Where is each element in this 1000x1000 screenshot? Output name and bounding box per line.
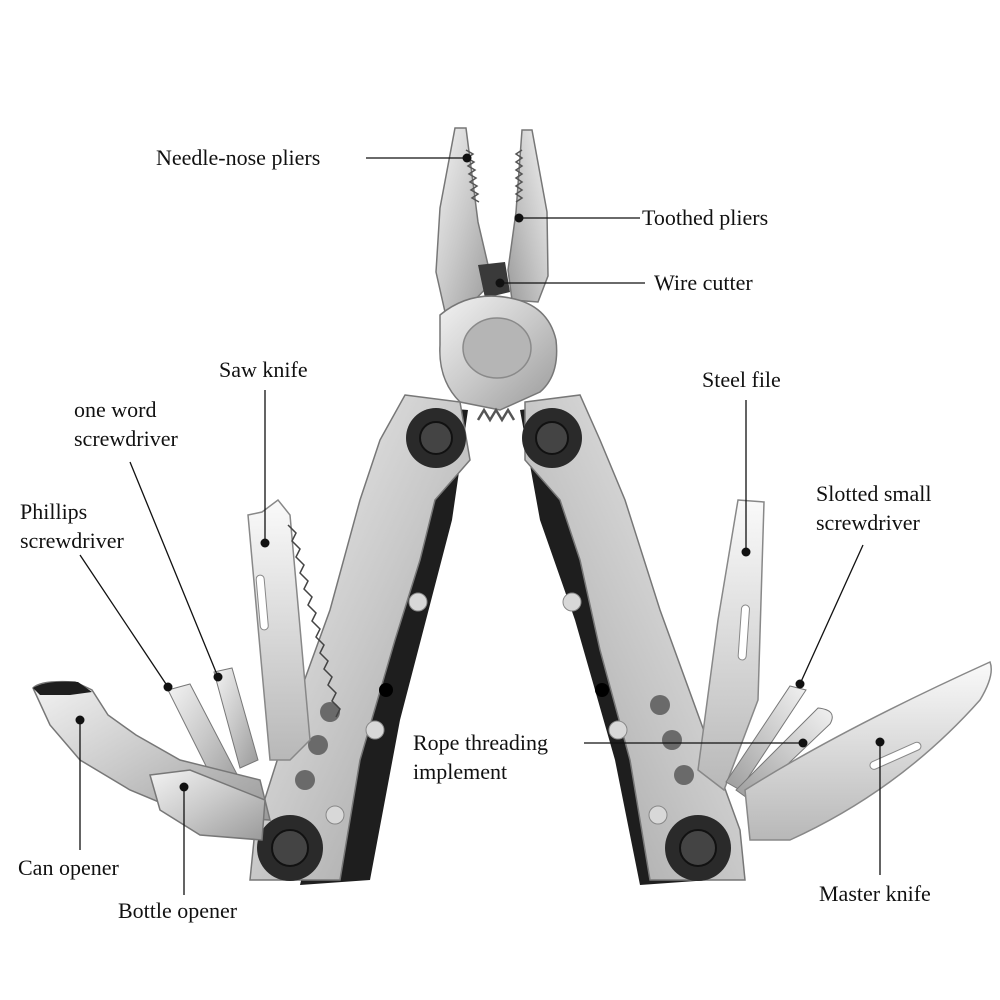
left-handle bbox=[249, 394, 471, 885]
dot-steel-file bbox=[741, 547, 751, 557]
dot-master-knife bbox=[875, 737, 885, 747]
label-rope-threading-implement: Rope threading implement bbox=[413, 728, 548, 786]
dot-saw-knife bbox=[260, 538, 270, 548]
file-slot bbox=[737, 604, 750, 661]
label-toothed-pliers: Toothed pliers bbox=[642, 205, 769, 230]
label-phillips-screwdriver: Phillips screwdriver bbox=[20, 497, 124, 555]
spring bbox=[476, 407, 516, 423]
label-slotted-small-screwdriver: Slotted small screwdriver bbox=[816, 479, 932, 537]
left-bottom-pivot-bolt bbox=[271, 829, 309, 867]
label-master-knife: Master knife bbox=[819, 881, 931, 906]
can-opener-hook-black bbox=[33, 681, 92, 695]
leader-one-word-screwdriver bbox=[129, 461, 219, 678]
label-line: screwdriver bbox=[20, 528, 124, 553]
left-rivet bbox=[365, 720, 385, 740]
leaders bbox=[75, 153, 885, 895]
steel-file-tool bbox=[697, 499, 765, 792]
right-jaw bbox=[507, 129, 549, 303]
label-saw-knife: Saw knife bbox=[219, 357, 308, 382]
label-wire-cutter: Wire cutter bbox=[654, 270, 753, 295]
right-handle-steel bbox=[524, 394, 746, 881]
right-handle bbox=[520, 394, 746, 885]
label-line: Rope threading bbox=[413, 730, 549, 755]
right-hole bbox=[662, 730, 682, 750]
master-knife-blade bbox=[744, 660, 992, 841]
saw-slot bbox=[255, 574, 269, 631]
right-black-dot bbox=[595, 683, 609, 697]
left-tools bbox=[32, 498, 341, 841]
left-hole bbox=[320, 702, 340, 722]
one-word-screwdriver-tool bbox=[213, 667, 259, 769]
label-line: screwdriver bbox=[74, 426, 178, 451]
label-needle-nose-pliers: Needle-nose pliers bbox=[156, 145, 321, 170]
right-rivet bbox=[608, 720, 628, 740]
leader-slotted-screwdriver bbox=[799, 544, 864, 685]
label-line: Slotted small bbox=[816, 481, 932, 506]
jaw-teeth-right bbox=[514, 149, 524, 203]
left-hole bbox=[295, 770, 315, 790]
pliers-head bbox=[435, 127, 558, 423]
left-rivet bbox=[408, 592, 428, 612]
saw-teeth bbox=[287, 524, 341, 718]
label-line: implement bbox=[413, 759, 508, 784]
right-bottom-pivot-bolt bbox=[679, 829, 717, 867]
right-tools bbox=[697, 499, 992, 841]
label-bottle-opener: Bottle opener bbox=[118, 898, 238, 923]
label-can-opener: Can opener bbox=[18, 855, 119, 880]
knife-slot bbox=[869, 741, 922, 770]
right-hole bbox=[650, 695, 670, 715]
left-top-pivot-bolt bbox=[419, 421, 453, 455]
right-top-pivot-bolt bbox=[535, 421, 569, 455]
dot-needle-nose bbox=[462, 153, 472, 163]
left-black-dot bbox=[379, 683, 393, 697]
label-line: one word bbox=[74, 397, 157, 422]
dot-slotted-screwdriver bbox=[795, 679, 805, 689]
pivot-rivet bbox=[462, 317, 532, 379]
bottle-opener-tool bbox=[149, 769, 266, 841]
label-line: screwdriver bbox=[816, 510, 920, 535]
leader-phillips-screwdriver bbox=[79, 554, 169, 688]
dot-toothed-pliers bbox=[514, 213, 524, 223]
left-rivet bbox=[325, 805, 345, 825]
label-line: Phillips bbox=[20, 499, 88, 524]
label-one-word-screwdriver: one word screwdriver bbox=[74, 395, 178, 453]
dot-wire-cutter bbox=[495, 278, 505, 288]
left-handle-steel bbox=[249, 394, 471, 881]
dot-can-opener bbox=[75, 715, 85, 725]
dot-bottle-opener bbox=[179, 782, 189, 792]
right-rivet bbox=[648, 805, 668, 825]
right-rivet bbox=[562, 592, 582, 612]
dot-rope-threading bbox=[798, 738, 808, 748]
saw-blade bbox=[247, 498, 311, 761]
left-hole bbox=[308, 735, 328, 755]
dot-phillips-screwdriver bbox=[163, 682, 173, 692]
dot-one-word-screwdriver bbox=[213, 672, 223, 682]
label-steel-file: Steel file bbox=[702, 367, 781, 392]
right-hole bbox=[674, 765, 694, 785]
wire-cutter-notch bbox=[478, 262, 510, 298]
